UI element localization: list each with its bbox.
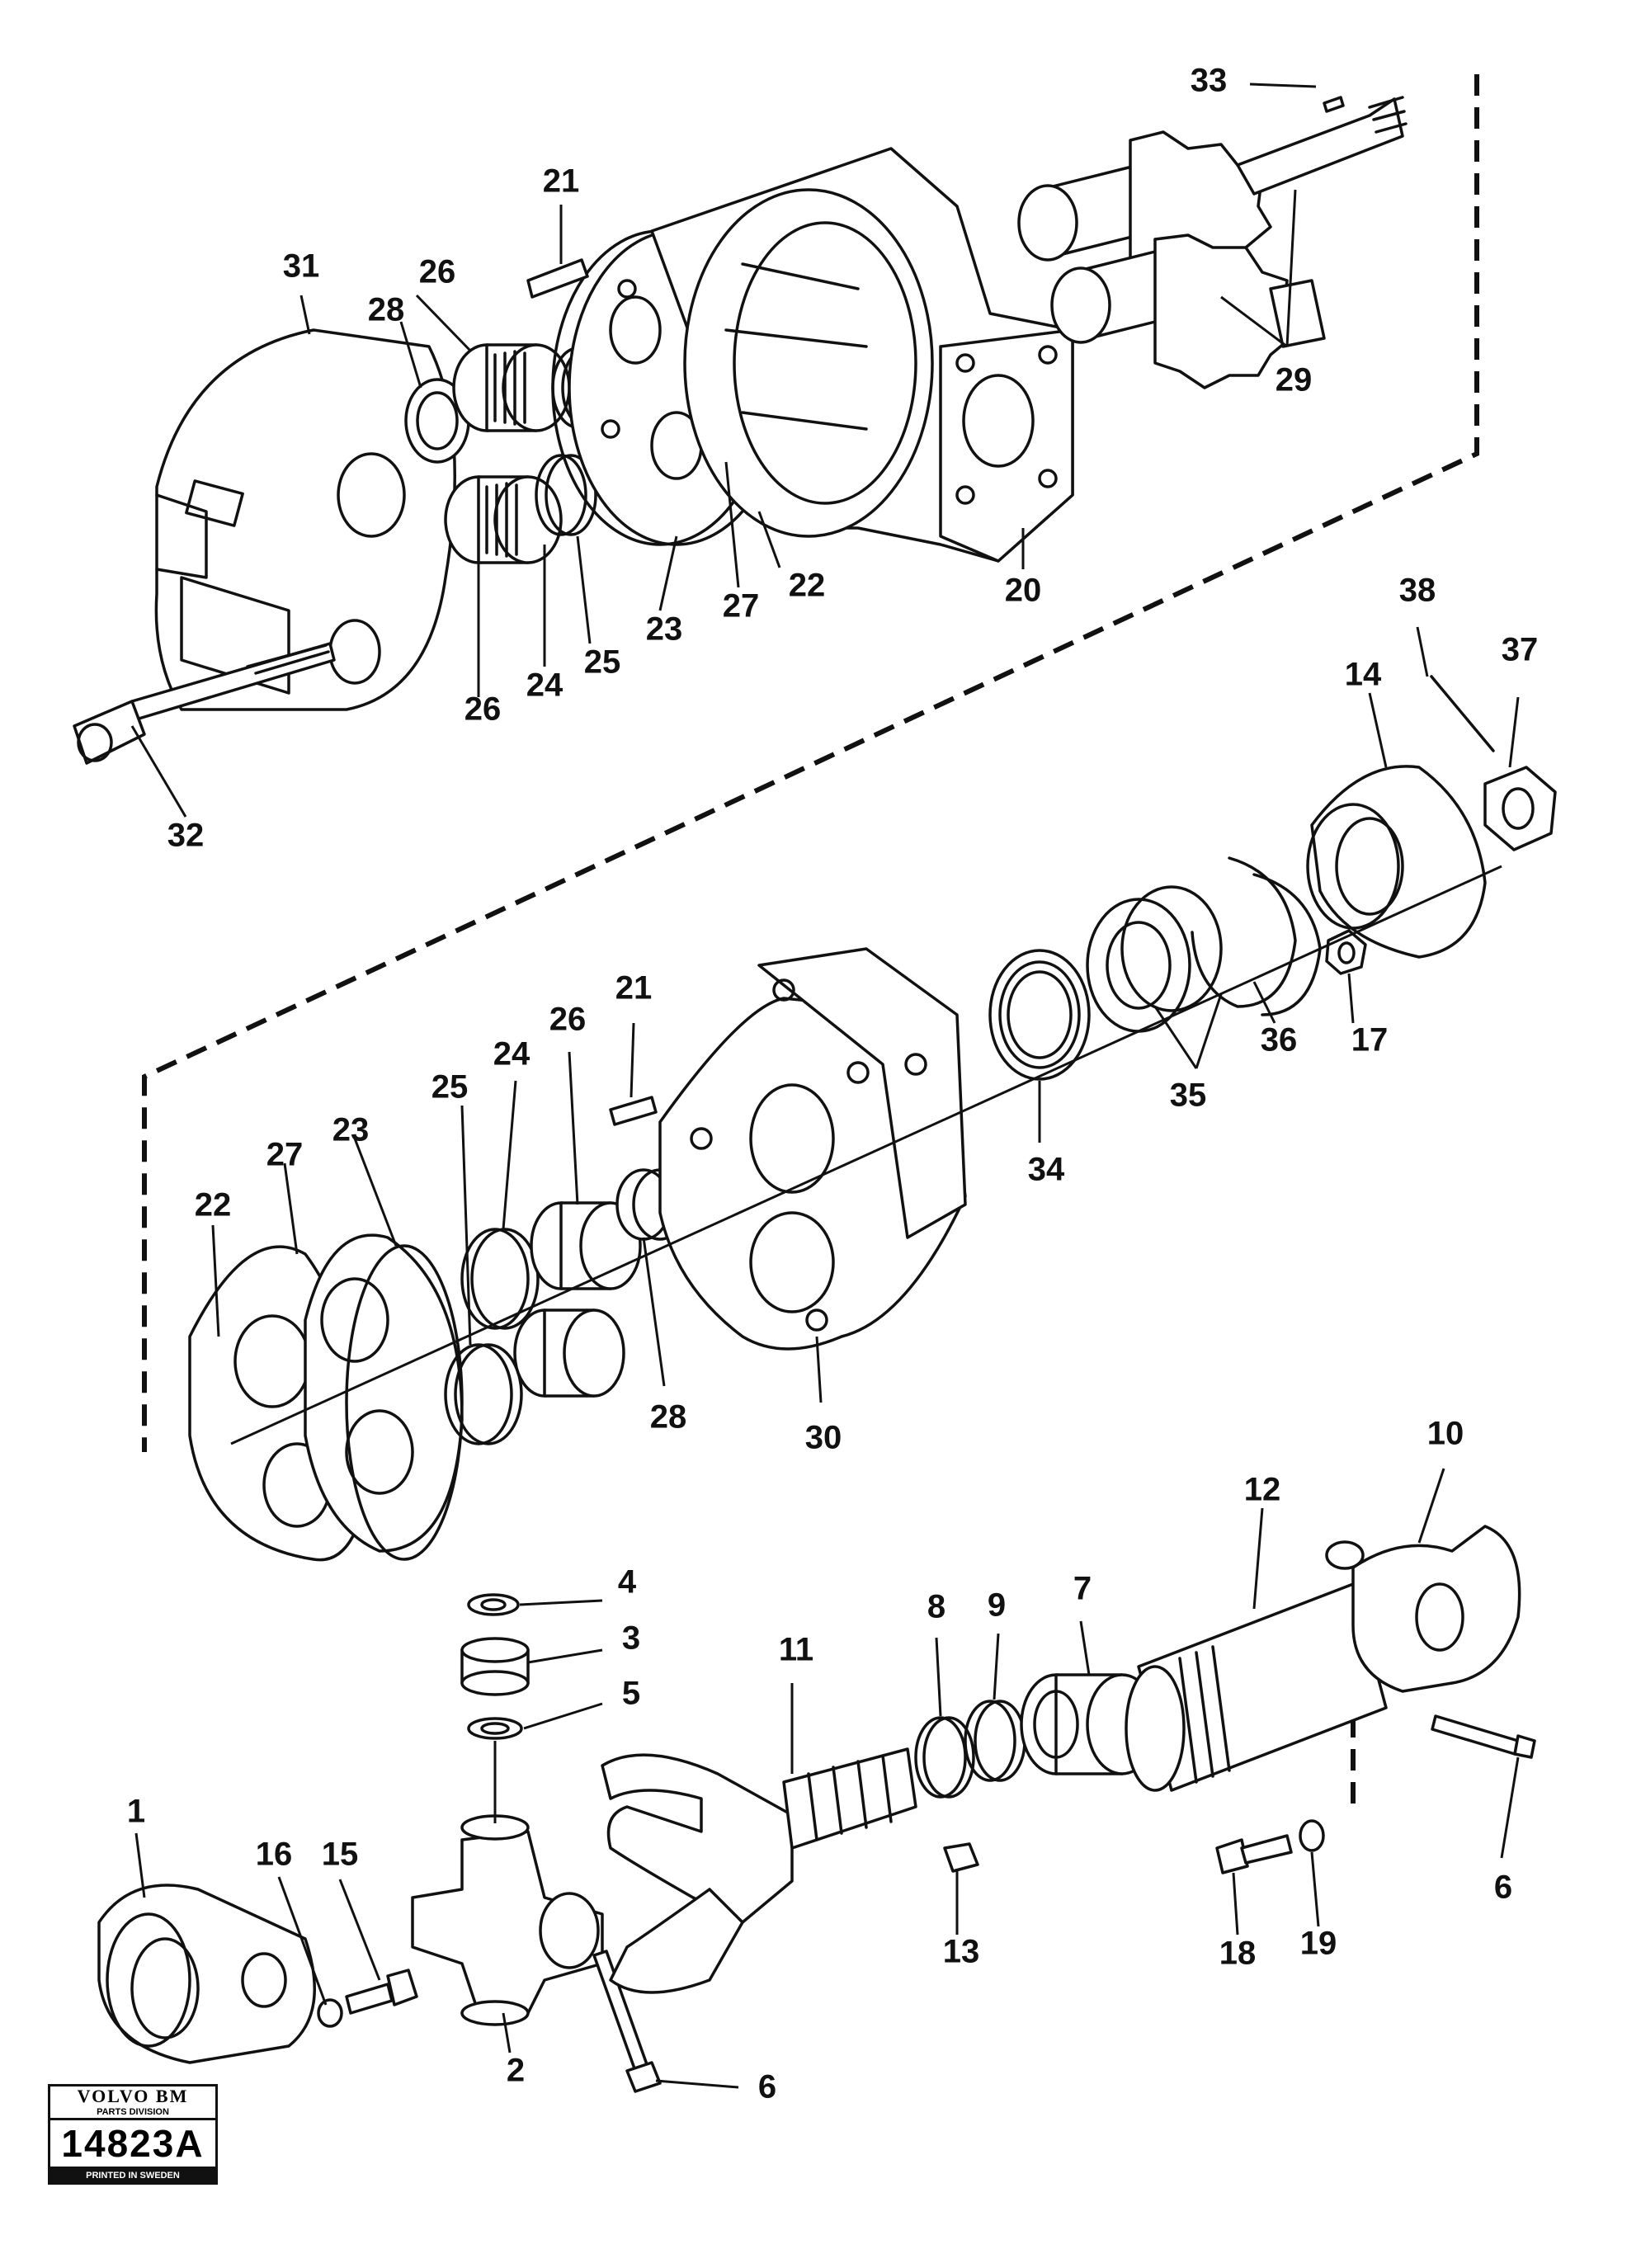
part-yoke-11 (601, 1753, 794, 1924)
callout-label: 3 (622, 1620, 640, 1657)
callout-label: 13 (943, 1934, 980, 1970)
callout-label: 32 (167, 818, 205, 854)
pump-top-assembly (73, 96, 1408, 765)
stamp-footer: PRINTED IN SWEDEN (50, 2167, 215, 2182)
callout-label: 5 (622, 1676, 640, 1712)
callout-label: 37 (1502, 632, 1539, 668)
callout-label: 24 (526, 667, 564, 704)
callout-label: 28 (650, 1399, 687, 1436)
part-bearing-34 (988, 949, 1091, 1081)
callout-label: 34 (1028, 1152, 1065, 1188)
callout-label: 19 (1300, 1926, 1337, 1962)
parts-division-stamp: VOLVO BM PARTS DIVISION 14823A PRINTED I… (48, 2084, 218, 2185)
part-bearings-26-28 (404, 343, 571, 564)
callout-label: 21 (615, 970, 653, 1007)
callout-label: 23 (332, 1112, 370, 1148)
callout-label: 25 (584, 644, 621, 681)
callout-label: 14 (1345, 657, 1382, 693)
callout-label: 22 (195, 1187, 232, 1224)
stamp-brand: VOLVO BM (77, 2086, 189, 2106)
pump-middle-assembly (188, 675, 1557, 1562)
part-key-33 (1323, 96, 1345, 113)
callout-label: 27 (266, 1137, 304, 1173)
part-washer-19 (1299, 1819, 1325, 1852)
part-seal-25-b (460, 1228, 530, 1330)
callout-label: 7 (1073, 1571, 1092, 1607)
callout-label: 33 (1191, 63, 1228, 99)
callout-label: 27 (723, 588, 760, 625)
callout-label: 1 (127, 1794, 145, 1830)
callout-label: 15 (322, 1837, 359, 1873)
callout-label: 26 (549, 1002, 587, 1038)
part-nut-37 (1483, 766, 1557, 851)
callout-label: 4 (618, 1564, 637, 1601)
part-gears-29 (1017, 96, 1408, 389)
part-ring-8 (914, 1716, 967, 1799)
callout-label: 26 (419, 254, 456, 290)
part-pin-21 (526, 258, 589, 299)
part-washer-4 (467, 1593, 520, 1616)
callout-label: 6 (758, 2069, 776, 2105)
part-seal-24-b (444, 1343, 513, 1445)
callout-label: 17 (1351, 1022, 1389, 1059)
part-bolt-15 (345, 1983, 394, 2015)
callout-label: 24 (493, 1036, 530, 1073)
part-plate-27-b (304, 1233, 464, 1553)
callout-labels: 33 21 31 26 28 29 20 22 27 23 25 24 26 3… (127, 63, 1538, 2105)
part-nipple-13 (943, 1842, 979, 1873)
callout-label: 31 (283, 248, 320, 285)
callout-label: 26 (464, 691, 502, 728)
callout-label: 20 (1005, 573, 1042, 609)
callout-label: 25 (431, 1069, 469, 1106)
drive-shaft-assembly (97, 1525, 1536, 2093)
callout-label: 23 (646, 611, 683, 648)
part-circlip-36 (1191, 856, 1297, 1008)
part-flange-10 (1351, 1525, 1521, 1693)
callout-label: 10 (1427, 1416, 1464, 1452)
leader-lines (130, 83, 1520, 2089)
callout-label: 29 (1276, 362, 1313, 398)
callout-label: 28 (368, 292, 405, 328)
part-washer-16 (317, 1998, 343, 2028)
stamp-number: 14823A (61, 2122, 205, 2165)
part-ring-23 (345, 1244, 464, 1561)
callout-label: 9 (988, 1587, 1006, 1624)
callout-label: 36 (1261, 1022, 1298, 1059)
callout-label: 30 (805, 1420, 842, 1456)
callout-label: 22 (789, 568, 826, 604)
part-flange-1 (97, 1884, 316, 2064)
callout-label: 38 (1399, 573, 1436, 609)
callout-label: 16 (256, 1837, 293, 1873)
callout-label: 8 (927, 1589, 945, 1625)
callout-label: 21 (543, 163, 580, 200)
part-cotter-38 (1430, 675, 1495, 752)
callout-label: 35 (1170, 1077, 1207, 1114)
part-ring-9 (964, 1700, 1016, 1782)
callout-label: 12 (1244, 1472, 1281, 1508)
callout-label: 2 (507, 2053, 525, 2089)
stamp-division: PARTS DIVISION (50, 2106, 215, 2120)
callout-label: 6 (1494, 1870, 1512, 1906)
callout-label: 18 (1219, 1936, 1257, 1972)
part-bolt-18 (1215, 1838, 1249, 1874)
part-nipple-6-b (1431, 1714, 1520, 1756)
part-seal-25 (535, 454, 587, 536)
part-seal-5 (467, 1717, 523, 1740)
callout-label: 11 (779, 1632, 813, 1668)
